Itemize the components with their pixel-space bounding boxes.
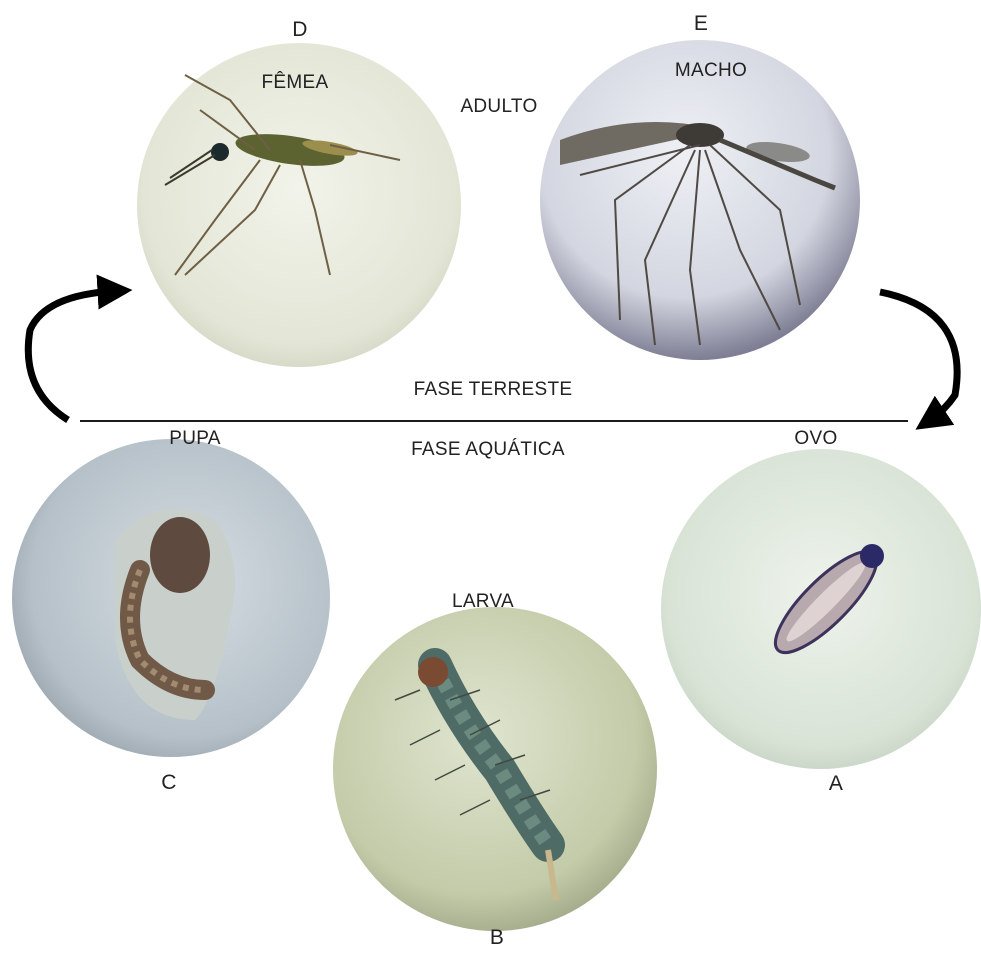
arrow-left-icon xyxy=(28,291,115,420)
pupa-label: PUPA xyxy=(169,428,221,450)
female-label: FÊMEA xyxy=(262,72,329,94)
egg-label: OVO xyxy=(794,428,837,450)
pupa-photo xyxy=(12,439,330,757)
larva-photo xyxy=(333,607,657,931)
terrestrial-phase-label: FASE TERRESTE xyxy=(414,379,573,401)
arrow-right-icon xyxy=(880,292,957,420)
larva-label: LARVA xyxy=(452,591,514,613)
pupa-letter: C xyxy=(161,771,176,795)
male-label: MACHO xyxy=(675,60,747,82)
egg-photo xyxy=(661,449,981,769)
adult-label: ADULTO xyxy=(460,96,537,118)
male-mosquito-photo xyxy=(540,40,860,360)
female-letter: D xyxy=(292,18,307,42)
larva-letter: B xyxy=(490,926,504,950)
egg-letter: A xyxy=(829,772,843,796)
male-letter: E xyxy=(694,12,708,36)
aquatic-phase-label: FASE AQUÁTICA xyxy=(411,439,565,461)
